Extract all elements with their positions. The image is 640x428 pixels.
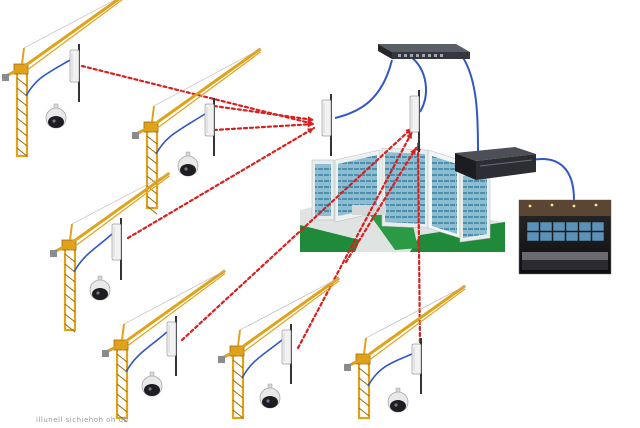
central-access-points bbox=[321, 90, 420, 156]
tower-crane-icon bbox=[218, 276, 341, 420]
wireless-bridge-icon bbox=[321, 94, 332, 156]
wireless-link bbox=[296, 130, 414, 350]
wireless-bridge-icon bbox=[281, 324, 292, 384]
cable-nvr-monitor bbox=[531, 158, 575, 201]
wireless-bridge-icon bbox=[411, 338, 422, 394]
wireless-link bbox=[344, 146, 418, 264]
ip-camera-icon bbox=[387, 387, 409, 413]
footer-caption: illunell sichiehoh oh ub bbox=[36, 416, 129, 424]
cable-ap2-switch bbox=[409, 55, 427, 113]
cable-ap1-switch bbox=[334, 59, 393, 119]
wireless-bridge-icon bbox=[111, 218, 122, 280]
network-switch-icon bbox=[378, 44, 470, 59]
cables bbox=[334, 55, 575, 201]
ip-camera-icon bbox=[177, 151, 199, 177]
ip-camera-icon bbox=[89, 275, 111, 301]
ip-camera-icon bbox=[141, 371, 163, 397]
nvr-recorder-icon bbox=[455, 147, 536, 180]
wireless-link bbox=[126, 126, 316, 240]
monitoring-center-icon bbox=[518, 199, 612, 275]
tower-crane-icon bbox=[344, 284, 467, 420]
wireless-bridge-icon bbox=[204, 98, 215, 156]
tower-crane-icon bbox=[2, 0, 123, 158]
wireless-links bbox=[80, 64, 422, 350]
tower-crane-icon bbox=[50, 171, 171, 333]
ip-camera-icon bbox=[259, 383, 281, 409]
wireless-link bbox=[212, 104, 316, 123]
tower-crane-icon bbox=[132, 47, 262, 215]
cable-switch-nvr bbox=[461, 55, 479, 153]
wireless-bridge-icon bbox=[69, 44, 80, 102]
crane-sites bbox=[2, 0, 467, 423]
wireless-bridge-icon bbox=[166, 316, 177, 376]
wireless-link bbox=[80, 64, 316, 126]
tower-crane-icon bbox=[102, 269, 226, 423]
wireless-bridge-icon bbox=[409, 90, 420, 152]
ip-camera-icon bbox=[45, 103, 67, 129]
wireless-link bbox=[212, 121, 316, 132]
